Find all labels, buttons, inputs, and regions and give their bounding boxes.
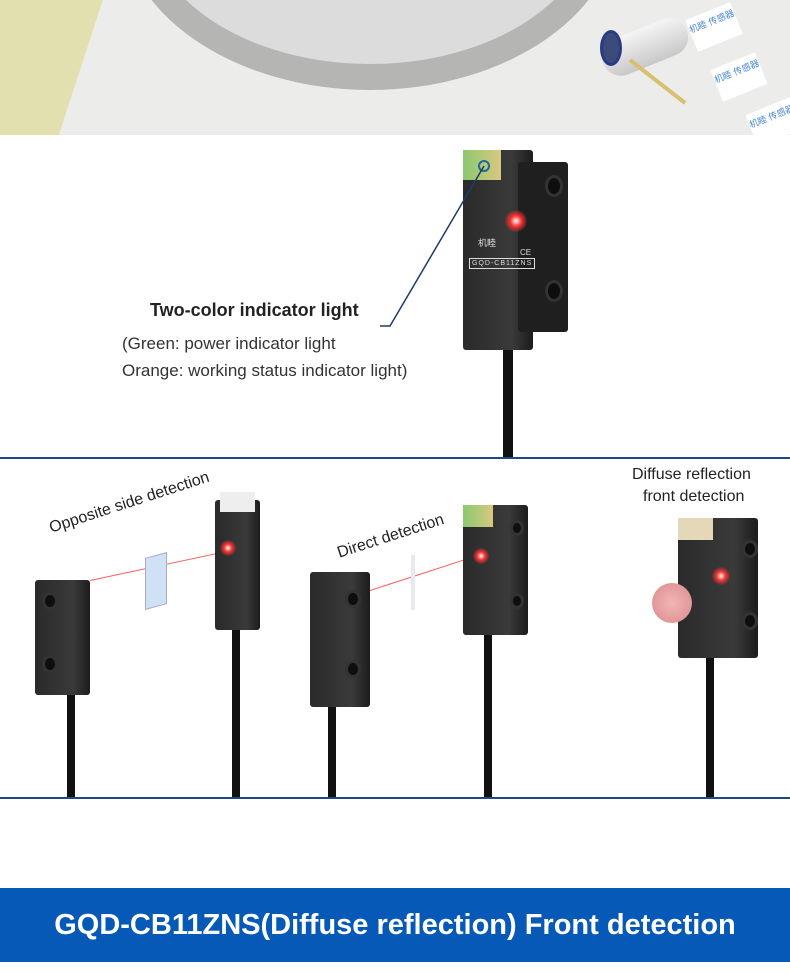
mount-hole xyxy=(742,540,758,558)
red-led xyxy=(712,567,730,585)
light-beam xyxy=(369,557,471,591)
sensor-cable xyxy=(484,630,492,798)
divider-top xyxy=(0,457,790,459)
callout-line2: Orange: working status indicator light) xyxy=(122,361,408,380)
brand-logo: 机睦 xyxy=(478,238,497,248)
indicator-highlight-ring xyxy=(478,160,490,172)
red-led xyxy=(220,540,236,556)
indicator-window xyxy=(678,518,713,540)
sensor-cable xyxy=(503,340,513,458)
model-banner: GQD-CB11ZNS(Diffuse reflection) Front de… xyxy=(0,888,790,962)
mount-hole xyxy=(742,612,758,630)
target-ball xyxy=(652,583,692,623)
callout-title: Two-color indicator light xyxy=(150,300,359,320)
label-diffuse-line1: Diffuse reflection xyxy=(632,466,751,483)
ce-mark: CE xyxy=(520,248,532,257)
mount-hole xyxy=(42,655,58,673)
sensor-cap xyxy=(600,30,622,66)
label-opposite-detection: Opposite side detection xyxy=(47,468,212,537)
emitter-sensor xyxy=(215,500,260,630)
mount-hole xyxy=(510,520,524,536)
sensor-cable xyxy=(706,650,714,798)
mount-hole xyxy=(510,593,524,609)
callout-line xyxy=(380,165,485,327)
target-rod xyxy=(411,555,415,610)
mount-hole xyxy=(345,590,361,608)
mount-hole xyxy=(545,175,563,197)
label-diffuse-line2: front detection xyxy=(643,488,745,505)
sensor-cable xyxy=(328,700,336,798)
indicator-window xyxy=(463,505,493,527)
side-sensor xyxy=(310,572,370,707)
sensor-cable xyxy=(232,620,240,798)
mount-hole xyxy=(545,280,563,302)
wire xyxy=(628,58,687,105)
sensor-cable xyxy=(67,690,75,798)
model-label: GQD-CB11ZNS xyxy=(469,258,536,269)
brand-tag: 机睦 传感器 xyxy=(745,97,790,135)
hero-image: 机睦 传感器 机睦 传感器 机睦 传感器 xyxy=(0,0,790,135)
label-direct-detection: Direct detection xyxy=(335,511,447,562)
dish-shape xyxy=(120,0,620,90)
indicator-window xyxy=(220,492,255,512)
red-led xyxy=(473,548,489,564)
mount-hole xyxy=(42,592,58,610)
red-led xyxy=(505,210,527,232)
divider-bottom xyxy=(0,797,790,799)
background-panel xyxy=(0,0,110,135)
brand-tag: 机睦 传感器 xyxy=(710,52,768,102)
callout-line1: (Green: power indicator light xyxy=(122,334,336,353)
target-plate xyxy=(145,552,167,610)
mount-hole xyxy=(345,660,361,678)
brand-tag: 机睦 传感器 xyxy=(685,2,743,52)
